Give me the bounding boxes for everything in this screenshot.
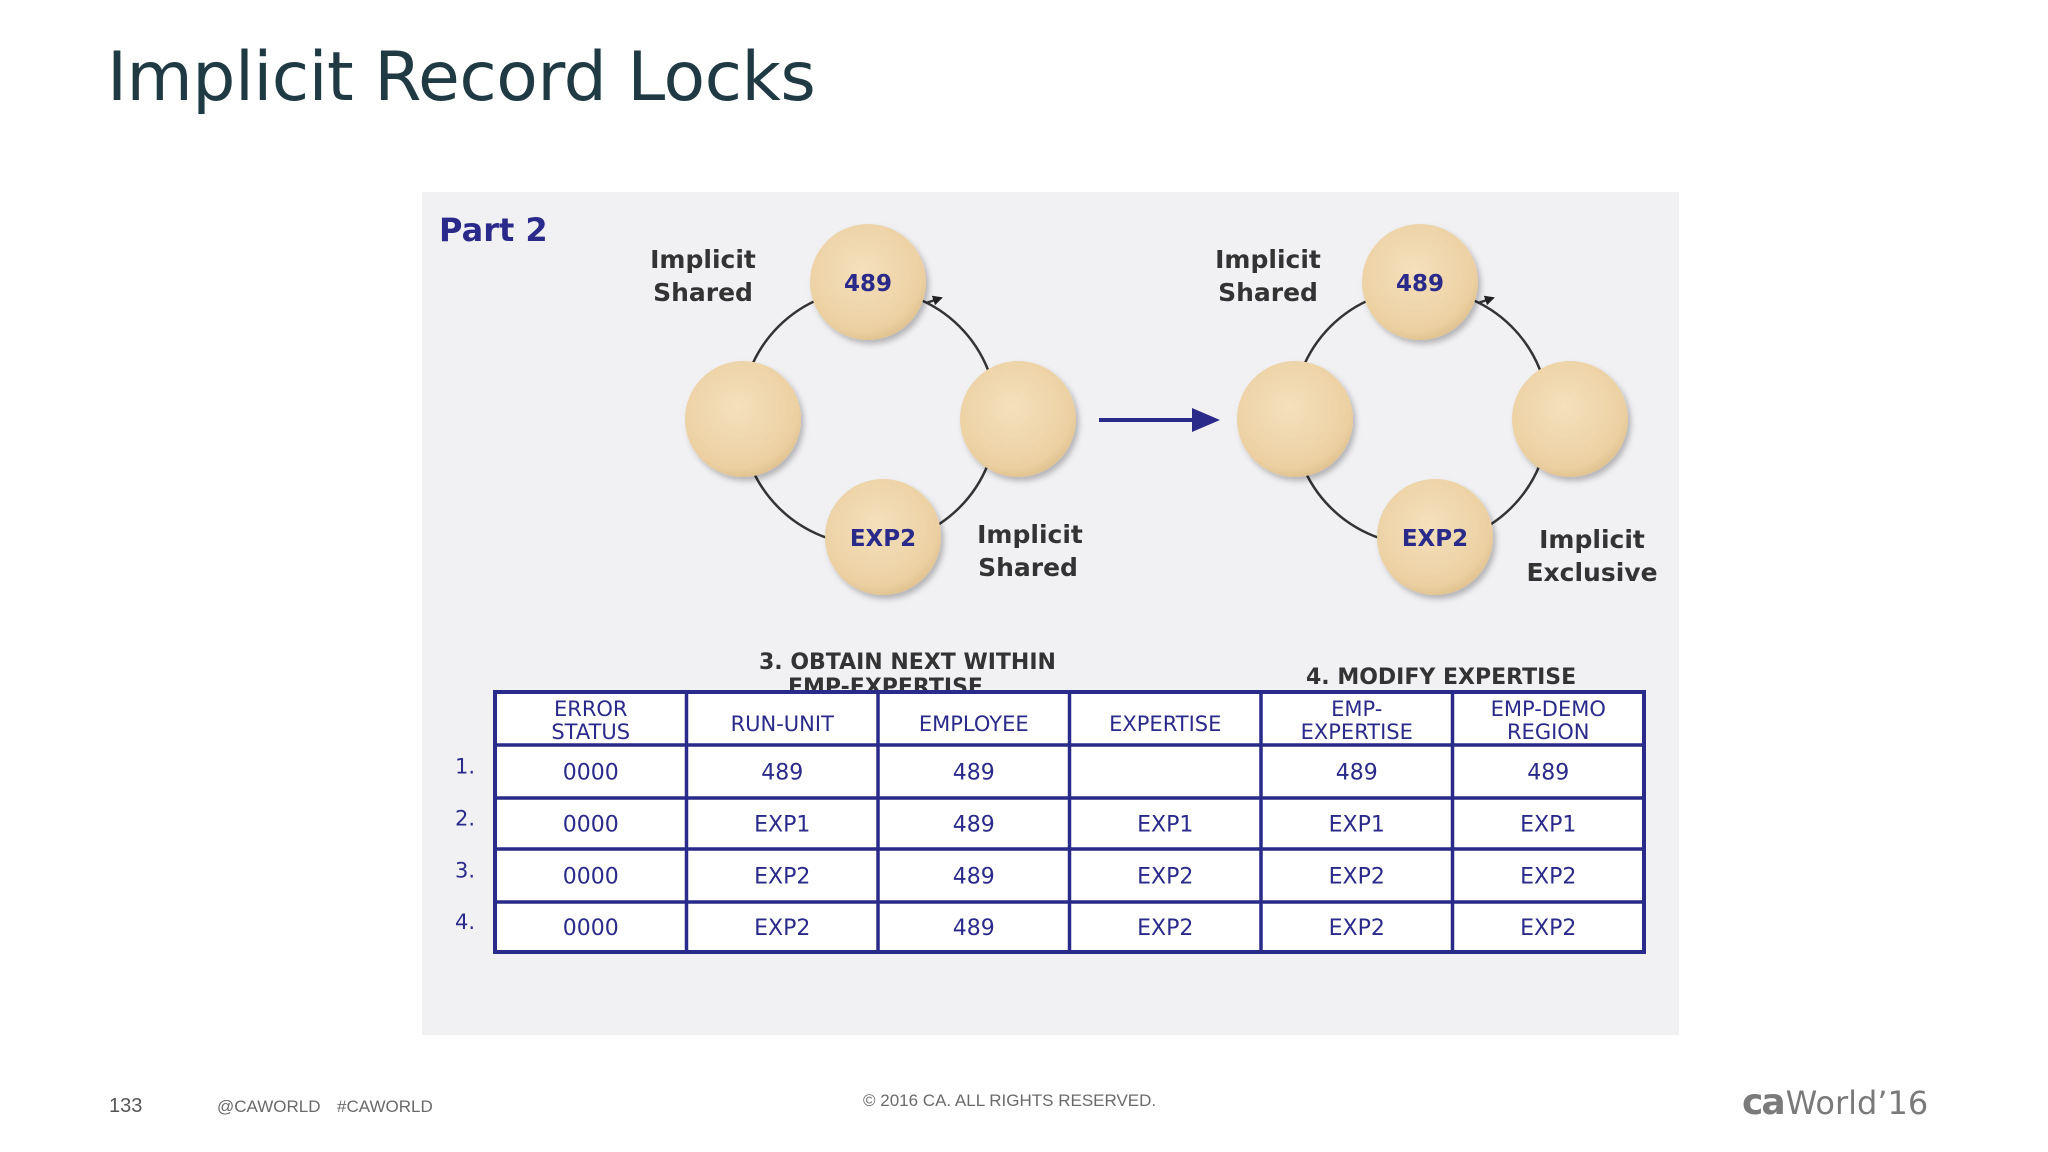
table-cell: 489 [761,761,803,786]
lock-diagram: Part 2 489 EXP2 Implicit Shared Implicit… [439,211,1658,954]
table-cell: EXP2 [1137,865,1193,890]
table-header-cell: EXPERTISE [1301,720,1413,744]
hashtag: #CAWORLD [337,1097,433,1116]
right-node-bottom [1377,479,1493,595]
table-cell: EXP1 [1520,813,1576,838]
right-node-right [1512,361,1628,477]
left-bottom-lock-line1: Implicit [977,520,1083,549]
right-node-top [1362,224,1478,340]
table-cell: 0000 [563,916,619,941]
table-header-cell: EXPERTISE [1109,712,1221,736]
table-cell: EXP2 [1329,865,1385,890]
table-header-cell: EMP-DEMO [1491,697,1606,721]
right-cycle: 489 EXP2 Implicit Shared Implicit Exclus… [1215,224,1658,690]
table-cell: EXP2 [1329,916,1385,941]
copyright-notice: © 2016 CA. ALL RIGHTS RESERVED. [863,1091,1157,1110]
part-label: Part 2 [439,211,548,249]
left-node-top-label: 489 [844,271,892,297]
left-node-left [685,361,801,477]
table-cell: EXP1 [754,813,810,838]
table-cell: 489 [953,865,995,890]
left-cycle-arrowhead [925,295,943,306]
right-top-lock-line2: Shared [1218,278,1318,307]
ca-logo-mark: ca [1742,1082,1786,1123]
right-bottom-lock-line1: Implicit [1539,525,1645,554]
table-cell: 489 [1336,761,1378,786]
left-node-bottom-label: EXP2 [850,526,916,552]
right-cycle-arrowhead [1477,295,1495,306]
right-bottom-lock-line2: Exclusive [1526,558,1657,587]
table-row-label: 2. [455,807,475,831]
table-cell: 489 [1527,761,1569,786]
table-cell: EXP2 [1137,916,1193,941]
left-cycle: 489 EXP2 Implicit Shared Implicit Shared… [650,224,1083,700]
right-caption: 4. MODIFY EXPERTISE [1306,665,1576,690]
table-cell: EXP2 [754,916,810,941]
table-header-cell: RUN-UNIT [731,712,835,736]
table-cell: EXP2 [1520,865,1576,890]
table-cell: 489 [953,761,995,786]
ca-logo-text: World’16 [1785,1084,1929,1122]
table-cell: 0000 [563,813,619,838]
left-top-lock-line2: Shared [653,278,753,307]
left-node-top [810,224,926,340]
table-header-cell: ERROR [554,697,628,721]
right-node-bottom-label: EXP2 [1402,526,1468,552]
right-node-top-label: 489 [1396,271,1444,297]
table-cell: 489 [953,916,995,941]
left-bottom-lock-line2: Shared [978,553,1078,582]
table-row-label: 1. [455,755,475,779]
transition-arrow [1099,408,1220,432]
table-header-cell: EMP- [1331,697,1382,721]
table-cell: 0000 [563,865,619,890]
left-node-bottom [825,479,941,595]
table-row-label: 4. [455,910,475,934]
table-row-label: 3. [455,859,475,883]
lock-diagram-figure: Part 2 489 EXP2 Implicit Shared Implicit… [422,192,1679,1035]
twitter-handle: @CAWORLD [217,1097,321,1116]
table-cell: 489 [953,813,995,838]
table-header-cell: REGION [1507,720,1590,744]
table-cell: EXP2 [1520,916,1576,941]
right-top-lock-line1: Implicit [1215,245,1321,274]
left-top-lock-line1: Implicit [650,245,756,274]
left-node-right [960,361,1076,477]
ca-world-logo: caWorld’16 [1742,1082,1928,1123]
table-header-cell: STATUS [551,720,630,744]
table-cell: EXP1 [1329,813,1385,838]
left-caption-line1: 3. OBTAIN NEXT WITHIN [759,650,1056,675]
table-cell: 0000 [563,761,619,786]
page-number: 133 [109,1095,143,1117]
table-cell: EXP1 [1137,813,1193,838]
table-cell: EXP2 [754,865,810,890]
slide-title: Implicit Record Locks [107,38,816,117]
table-header-cell: EMPLOYEE [919,712,1029,736]
right-node-left [1237,361,1353,477]
